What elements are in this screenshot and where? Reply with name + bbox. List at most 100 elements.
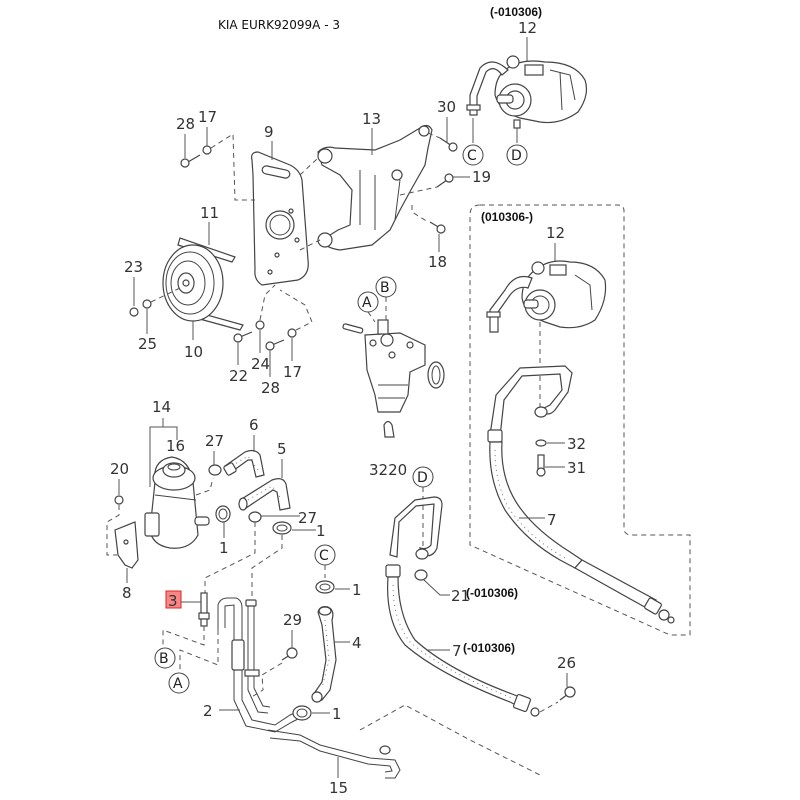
reservoir-assembly[interactable] — [144, 456, 210, 549]
hose-5[interactable] — [238, 478, 291, 511]
bolt-28-top[interactable] — [180, 154, 201, 168]
washer-24[interactable] — [255, 320, 265, 330]
svg-text:D: D — [417, 470, 428, 486]
part-label-3[interactable]: 3 — [168, 592, 178, 610]
return-tube-2[interactable] — [217, 597, 299, 733]
pressure-hose-7-new[interactable] — [487, 365, 675, 624]
part-label-20[interactable]: 20 — [110, 460, 129, 478]
part-label-28-lower[interactable]: 28 — [261, 379, 280, 397]
part-label-1-lower[interactable]: 1 — [332, 705, 342, 723]
clamp-1-reservoir[interactable] — [215, 505, 231, 523]
reservoir-bracket[interactable] — [114, 521, 139, 569]
washer-17-top[interactable] — [202, 145, 212, 155]
part-label-17-lower[interactable]: 17 — [283, 363, 302, 381]
part-label-31[interactable]: 31 — [567, 459, 586, 477]
part-label-12-box[interactable]: 12 — [546, 224, 565, 242]
clamp-1-lower[interactable] — [292, 705, 312, 721]
part-label-14[interactable]: 14 — [152, 398, 171, 416]
part-label-13[interactable]: 13 — [362, 110, 381, 128]
part-label-17-top[interactable]: 17 — [198, 108, 217, 126]
clamp-27-upper[interactable] — [208, 464, 222, 476]
part-label-32[interactable]: 32 — [567, 435, 586, 453]
part-label-1-reservoir[interactable]: 1 — [219, 539, 229, 557]
part-label-23[interactable]: 23 — [124, 258, 143, 276]
part-note-21: (-010306) — [466, 586, 518, 600]
svg-text:D: D — [511, 148, 522, 164]
svg-text:B: B — [159, 651, 169, 667]
washer-17-lower[interactable] — [287, 328, 297, 338]
pump-top-assembly[interactable]: (-010306) 12 — [466, 5, 588, 143]
part-label-25[interactable]: 25 — [138, 335, 157, 353]
part-label-28-top[interactable]: 28 — [176, 115, 195, 133]
pump-mounting-bracket[interactable] — [317, 124, 433, 251]
callout-b-lower: B — [154, 647, 176, 669]
svg-text:C: C — [319, 548, 329, 564]
hose-4[interactable] — [311, 605, 337, 703]
eye-bolt-31[interactable] — [536, 454, 546, 477]
callout-a-gear: A — [357, 291, 379, 313]
clamp-27-lower[interactable] — [248, 511, 262, 523]
power-steering-pump-box[interactable] — [521, 260, 607, 329]
bolt-18[interactable] — [429, 221, 446, 234]
part-label-27-upper[interactable]: 27 — [205, 432, 224, 450]
bolt-29[interactable] — [281, 647, 298, 661]
bolt-19[interactable] — [436, 173, 454, 188]
bolt-30[interactable] — [439, 137, 458, 152]
clamp-1-c[interactable] — [315, 580, 335, 594]
part-label-24[interactable]: 24 — [251, 355, 270, 373]
svg-text:A: A — [173, 676, 183, 692]
part-label-7-box[interactable]: 7 — [547, 511, 557, 529]
part-label-18[interactable]: 18 — [428, 253, 447, 271]
part-label-8[interactable]: 8 — [122, 584, 132, 602]
variant-box-outline — [469, 204, 691, 636]
svg-text:B: B — [380, 280, 390, 296]
bolt-26[interactable] — [559, 686, 576, 701]
part-label-1-c[interactable]: 1 — [352, 581, 362, 599]
part-label-9[interactable]: 9 — [264, 123, 274, 141]
gasket-21[interactable] — [414, 569, 428, 581]
part-label-5[interactable]: 5 — [277, 440, 287, 458]
hose-6[interactable] — [223, 449, 265, 478]
part-label-26[interactable]: 26 — [557, 654, 576, 672]
part-label-27-lower[interactable]: 27 — [298, 509, 317, 527]
pump-bracket-plate[interactable] — [251, 151, 309, 286]
part-label-15[interactable]: 15 — [329, 779, 348, 797]
part-label-11[interactable]: 11 — [200, 204, 219, 222]
variant-note-box: (010306-) — [481, 210, 533, 224]
part-label-1-hose5[interactable]: 1 — [316, 522, 326, 540]
part-label-30[interactable]: 30 — [437, 98, 456, 116]
nut-23[interactable] — [129, 307, 139, 317]
clamp-1-hose5[interactable] — [272, 521, 292, 535]
pressure-hose-7-old[interactable] — [385, 496, 540, 717]
part-note-7-old: (-010306) — [463, 641, 515, 655]
part-label-29[interactable]: 29 — [283, 611, 302, 629]
part-label-4[interactable]: 4 — [352, 634, 362, 652]
part-label-12-top[interactable]: 12 — [518, 19, 537, 37]
part-label-2[interactable]: 2 — [203, 702, 213, 720]
callout-c-top: C — [462, 144, 484, 166]
cooler-tube-15[interactable] — [267, 729, 401, 779]
part-label-10[interactable]: 10 — [184, 343, 203, 361]
diagram-title: KIA EURK92099A - 3 — [218, 18, 340, 32]
callout-a-lower: A — [168, 672, 190, 694]
nut-20[interactable] — [114, 495, 124, 505]
gasket-32[interactable] — [535, 439, 547, 447]
part-label-19[interactable]: 19 — [472, 168, 491, 186]
callout-d-top: D — [506, 144, 528, 166]
part-label-6[interactable]: 6 — [249, 416, 259, 434]
part-label-7-old[interactable]: 7 — [452, 642, 462, 660]
svg-text:A: A — [362, 295, 372, 311]
connector-3[interactable] — [198, 592, 210, 627]
steering-gear-box[interactable] — [342, 319, 445, 438]
part-label-22[interactable]: 22 — [229, 367, 248, 385]
bolt-28-lower[interactable] — [265, 339, 285, 351]
part-label-21[interactable]: 21 — [451, 587, 470, 605]
power-steering-pump-top[interactable] — [494, 55, 588, 129]
bolt-22[interactable] — [233, 331, 253, 343]
pulley[interactable] — [162, 244, 224, 322]
reference-3220[interactable]: 3220 — [369, 461, 407, 479]
part-label-16[interactable]: 16 — [166, 437, 185, 455]
washer-25[interactable] — [142, 299, 152, 309]
callout-b-gear: B — [375, 276, 397, 298]
